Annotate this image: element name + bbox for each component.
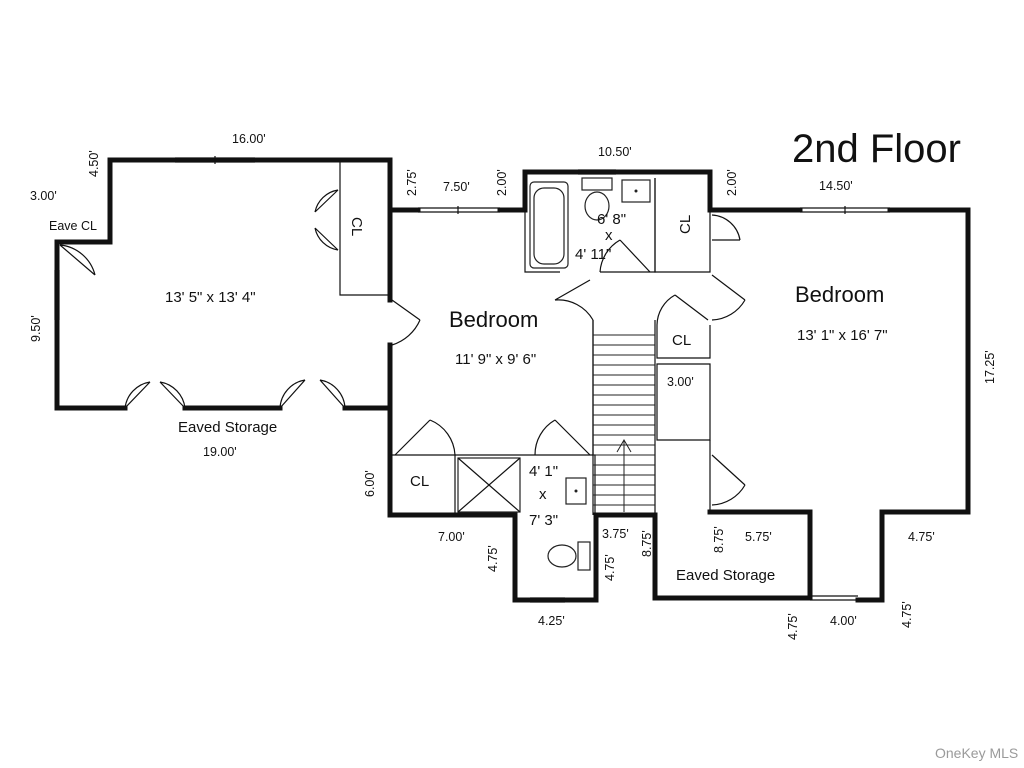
left-room-size: 13' 5" x 13' 4" bbox=[165, 289, 256, 306]
interior-partitions bbox=[339, 160, 711, 515]
dim-6-00: 6.00' bbox=[363, 470, 377, 497]
toilet-bottom bbox=[547, 544, 577, 568]
closet-bottom-left-label: CL bbox=[410, 473, 429, 490]
dim-16-00: 16.00' bbox=[232, 132, 266, 146]
eave-cl-label: Eave CL bbox=[49, 219, 97, 233]
dim-4-75-b: 4.75' bbox=[603, 554, 617, 581]
bath-top-dim-a: 6' 8" bbox=[597, 211, 626, 228]
windows bbox=[54, 156, 890, 603]
small-closet-dim: 3.00' bbox=[667, 375, 694, 389]
doors bbox=[59, 189, 746, 506]
dim-4-75-a: 4.75' bbox=[486, 545, 500, 572]
bedroom-right-size: 13' 1" x 16' 7" bbox=[797, 327, 888, 344]
dim-7-50: 7.50' bbox=[443, 180, 470, 194]
bath-top-dim-b: 4' 11" bbox=[575, 246, 611, 263]
dim-2-00-b: 2.00' bbox=[725, 169, 739, 196]
dim-3-75: 3.75' bbox=[602, 527, 629, 541]
closet-top-right-label: CL bbox=[677, 215, 694, 234]
dim-19-00: 19.00' bbox=[203, 445, 237, 459]
dim-4-75-c: 4.75' bbox=[908, 530, 935, 544]
dim-4-25: 4.25' bbox=[538, 614, 565, 628]
eaved-storage-right-label: Eaved Storage bbox=[676, 567, 775, 584]
dim-4-75-d: 4.75' bbox=[786, 613, 800, 640]
eaved-storage-left-label: Eaved Storage bbox=[178, 419, 277, 436]
dim-3-00-left: 3.00' bbox=[30, 189, 57, 203]
bath-bottom-x: x bbox=[539, 486, 547, 503]
dim-4-00: 4.00' bbox=[830, 614, 857, 628]
fixtures bbox=[457, 177, 651, 571]
toilet-tank-bottom bbox=[577, 541, 591, 571]
bath-top-x: x bbox=[605, 227, 613, 244]
watermark: OneKey MLS bbox=[935, 745, 1018, 761]
dim-8-75-b: 8.75' bbox=[712, 526, 726, 553]
bath-bottom-dim-b: 7' 3" bbox=[529, 512, 558, 529]
stairs bbox=[593, 334, 655, 512]
bedroom-center-size: 11' 9" x 9' 6" bbox=[455, 351, 536, 368]
bedroom-right-label: Bedroom bbox=[795, 282, 884, 307]
closet-left-label: CL bbox=[348, 217, 365, 236]
dim-8-75-a: 8.75' bbox=[640, 530, 654, 557]
dim-4-50: 4.50' bbox=[87, 150, 101, 177]
floor-title: 2nd Floor bbox=[792, 127, 961, 171]
bath-bottom-dim-a: 4' 1" bbox=[529, 463, 558, 480]
dim-9-50: 9.50' bbox=[29, 315, 43, 342]
toilet-tank-top bbox=[581, 177, 613, 191]
bedroom-center-label: Bedroom bbox=[449, 307, 538, 332]
closet-mid-right-label: CL bbox=[672, 332, 691, 349]
dim-2-00-a: 2.00' bbox=[495, 169, 509, 196]
dim-17-25: 17.25' bbox=[983, 350, 997, 384]
dim-10-50: 10.50' bbox=[598, 145, 632, 159]
walls bbox=[54, 157, 971, 603]
dim-4-75-e: 4.75' bbox=[900, 601, 914, 628]
toilet-top bbox=[584, 191, 610, 221]
dim-14-50: 14.50' bbox=[819, 179, 853, 193]
dim-2-75: 2.75' bbox=[405, 169, 419, 196]
dim-5-75: 5.75' bbox=[745, 530, 772, 544]
dim-7-00: 7.00' bbox=[438, 530, 465, 544]
